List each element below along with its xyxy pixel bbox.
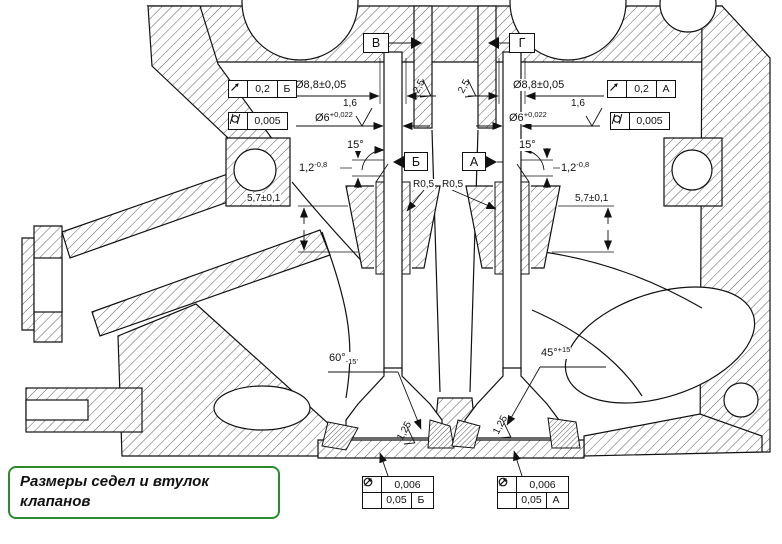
chamfer-base: 1,2 (299, 162, 315, 174)
cylindricity-icon (611, 113, 629, 129)
cylindricity-frame-right: 0,005 (610, 112, 670, 130)
runout-datum: А (546, 492, 565, 508)
cylindricity-frame-left: 0,005 (228, 112, 288, 130)
runout-frame-left: 0,2 Б (228, 80, 297, 98)
runout-value: 0,2 (247, 81, 277, 97)
guide-bore-dia-right: Ø6+0,022 (508, 110, 548, 125)
roughness-value: 2,5 (456, 77, 472, 95)
guide-height-right: 5,7±0,1 (574, 193, 610, 204)
seat-control-frame-right: 0,006 0,05 А (497, 476, 569, 509)
chamfer-tol: -0,8 (576, 160, 590, 169)
dia-base: Ø6 (509, 112, 524, 124)
runout-row: 0,05 А (497, 478, 569, 509)
seat-angle-left: 60°-15' (328, 352, 359, 366)
fillet-radius-left: R0,5 (412, 179, 436, 190)
head-body (21, 0, 771, 459)
circularity-value: 0,006 (516, 477, 568, 492)
datum-box-a: А (462, 152, 486, 171)
seat-control-frame-left: 0,006 0,05 Б (362, 476, 434, 509)
guide-bore-dia-left: Ø6+0,022 (314, 110, 354, 125)
runout-datum: Б (277, 81, 296, 97)
stem-dia-right: Ø8,8±0,05 (512, 79, 566, 92)
cylindricity-value: 0,005 (629, 113, 669, 129)
chamfer-base: 1,2 (561, 162, 577, 174)
guide-roughness-left: 1,6 (342, 98, 358, 109)
dia-tol: +0,022 (523, 110, 547, 119)
dimension-lines (294, 42, 614, 477)
stem-dia-left: Ø8,8±0,05 (294, 79, 348, 92)
seat-angle-base: 45° (541, 347, 558, 359)
dia-base: Ø6 (315, 112, 330, 124)
runout-icon (608, 81, 626, 97)
chamfer-depth-left: 1,2-0,8 (298, 160, 329, 175)
drawing-caption: Размеры седел и втулок клапанов (8, 466, 280, 519)
datum-box-b: Б (404, 152, 428, 171)
runout-frame-right: 0,2 А (607, 80, 676, 98)
seat-angle-tol: +15' (557, 345, 572, 354)
runout-value: 0,05 (381, 492, 411, 508)
cylindricity-icon (229, 113, 247, 129)
chamfer-depth-right: 1,2-0,8 (560, 160, 591, 175)
runout-value: 0,2 (626, 81, 656, 97)
caption-line-1: Размеры седел и втулок (20, 473, 209, 490)
caption-line-2: клапанов (20, 493, 91, 511)
circularity-value: 0,006 (381, 477, 433, 492)
runout-icon (363, 478, 381, 508)
cylindricity-value: 0,005 (247, 113, 287, 129)
runout-value: 0,05 (516, 492, 546, 508)
runout-datum: А (656, 81, 675, 97)
guide-roughness-right: 1,6 (570, 98, 586, 109)
runout-row: 0,05 Б (362, 478, 434, 509)
seat-angle-base: 60° (329, 352, 346, 364)
fillet-radius-right: R0,5 (441, 179, 465, 190)
runout-icon (229, 81, 247, 97)
runout-icon (498, 478, 516, 508)
circularity-row: 0,006 (497, 476, 569, 493)
circularity-icon (363, 477, 381, 492)
chamfer-angle-right: 15° (518, 139, 537, 152)
runout-datum: Б (411, 492, 430, 508)
dia-tol: +0,022 (329, 110, 353, 119)
datum-box-v: В (363, 33, 389, 53)
datum-triangles (393, 37, 499, 168)
seat-angle-right: 45°+15' (540, 345, 573, 360)
chamfer-tol: -0,8 (314, 160, 328, 169)
circularity-icon (498, 477, 516, 492)
guide-height-left: 5,7±0,1 (246, 193, 282, 204)
datum-box-g: Г (509, 33, 535, 53)
seat-angle-tol: -15' (345, 357, 358, 366)
chamfer-angle-left: 15° (346, 139, 365, 152)
